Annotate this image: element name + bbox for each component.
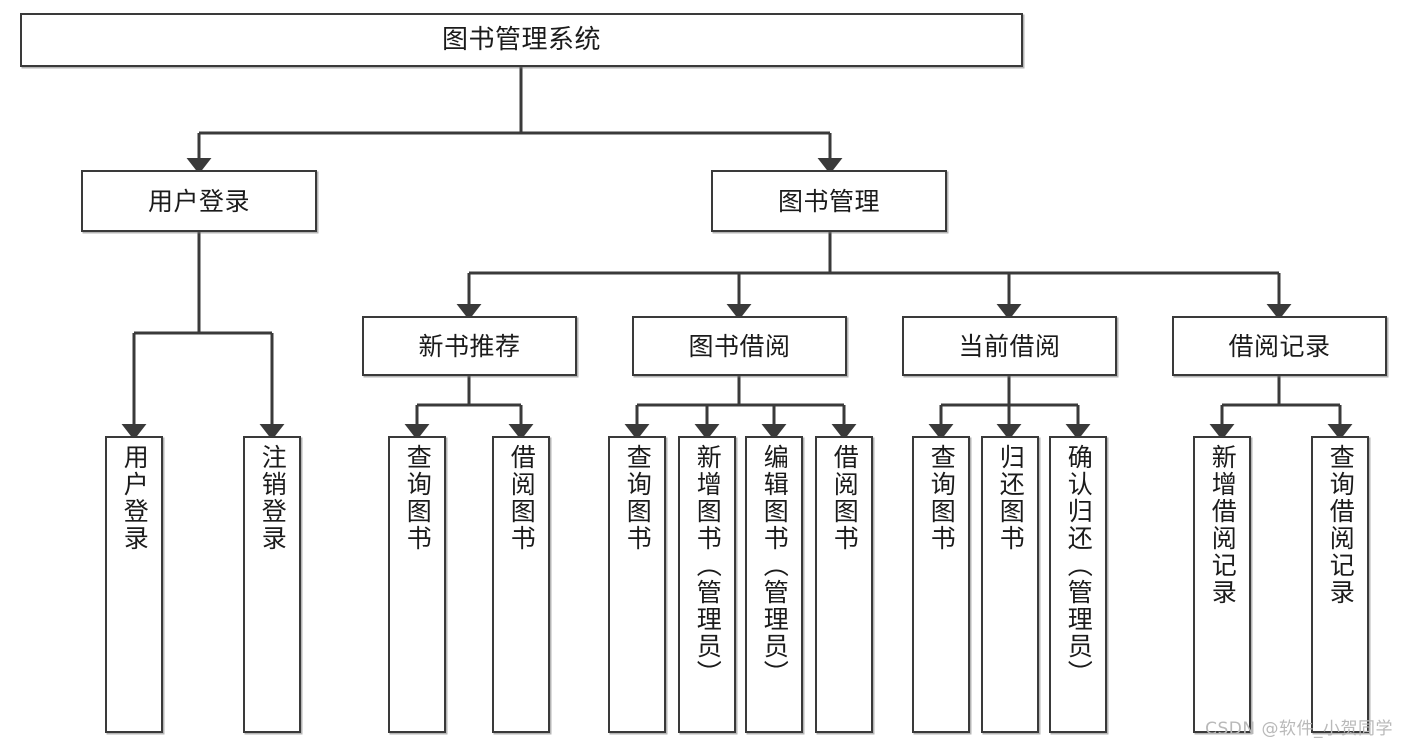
node-current-borrow[interactable]: 当前借阅 bbox=[902, 316, 1117, 376]
node-label: 用户登录 bbox=[147, 186, 250, 216]
node-label: 注销登录 bbox=[258, 444, 288, 552]
node-label: 确认归还（管理员） bbox=[1064, 444, 1094, 687]
leaf-query-book-recommend[interactable]: 查询图书 bbox=[388, 436, 446, 733]
node-label: 图书借阅 bbox=[688, 331, 791, 361]
leaf-borrow-book-recommend[interactable]: 借阅图书 bbox=[492, 436, 550, 733]
leaf-return-book[interactable]: 归还图书 bbox=[981, 436, 1039, 733]
node-label: 图书管理系统 bbox=[441, 24, 601, 55]
leaf-borrow-book[interactable]: 借阅图书 bbox=[815, 436, 873, 733]
node-user-login[interactable]: 用户登录 bbox=[81, 170, 317, 232]
leaf-add-book-admin[interactable]: 新增图书（管理员） bbox=[678, 436, 736, 733]
node-label: 查询图书 bbox=[403, 444, 433, 552]
node-label: 查询图书 bbox=[623, 444, 653, 552]
node-label: 新增图书（管理员） bbox=[693, 444, 723, 687]
leaf-user-login[interactable]: 用户登录 bbox=[105, 436, 163, 733]
node-book-management[interactable]: 图书管理 bbox=[711, 170, 947, 232]
node-borrow-record[interactable]: 借阅记录 bbox=[1172, 316, 1387, 376]
node-label: 借阅记录 bbox=[1228, 331, 1331, 361]
node-root-system[interactable]: 图书管理系统 bbox=[20, 13, 1023, 67]
node-label: 归还图书 bbox=[996, 444, 1026, 552]
leaf-query-book-current[interactable]: 查询图书 bbox=[912, 436, 970, 733]
node-label: 查询借阅记录 bbox=[1326, 444, 1356, 606]
node-label: 当前借阅 bbox=[958, 331, 1061, 361]
node-label: 图书管理 bbox=[777, 186, 880, 216]
leaf-edit-book-admin[interactable]: 编辑图书（管理员） bbox=[745, 436, 803, 733]
node-label: 新增借阅记录 bbox=[1208, 444, 1238, 606]
node-label: 新书推荐 bbox=[418, 331, 521, 361]
leaf-confirm-return-admin[interactable]: 确认归还（管理员） bbox=[1049, 436, 1107, 733]
node-book-borrow[interactable]: 图书借阅 bbox=[632, 316, 847, 376]
node-label: 用户登录 bbox=[120, 444, 150, 552]
node-label: 查询图书 bbox=[927, 444, 957, 552]
leaf-logout[interactable]: 注销登录 bbox=[243, 436, 301, 733]
node-label: 借阅图书 bbox=[507, 444, 537, 552]
leaf-add-borrow-record[interactable]: 新增借阅记录 bbox=[1193, 436, 1251, 733]
node-new-book-recommend[interactable]: 新书推荐 bbox=[362, 316, 577, 376]
node-label: 借阅图书 bbox=[830, 444, 860, 552]
leaf-query-borrow-record[interactable]: 查询借阅记录 bbox=[1311, 436, 1369, 733]
leaf-query-book-borrow[interactable]: 查询图书 bbox=[608, 436, 666, 733]
node-label: 编辑图书（管理员） bbox=[760, 444, 790, 687]
